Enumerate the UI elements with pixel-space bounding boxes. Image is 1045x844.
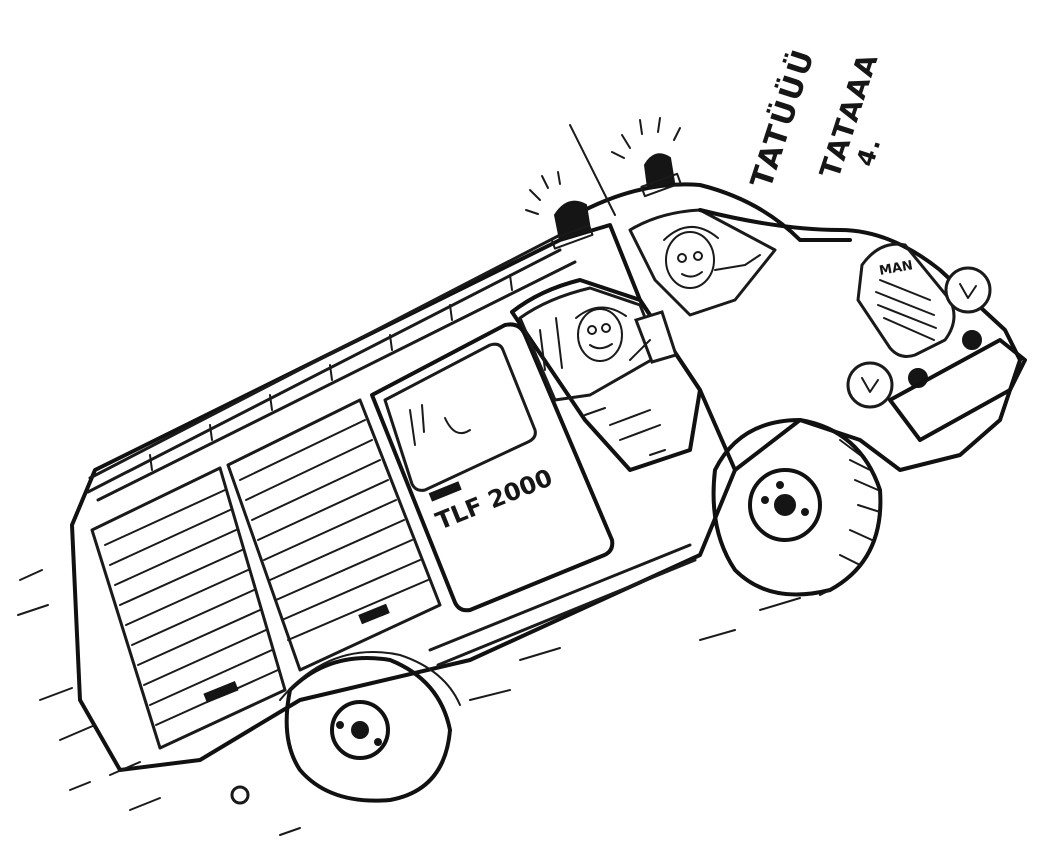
roof-rack-ladder-rungs	[149, 274, 513, 471]
roof-rack	[86, 233, 577, 502]
rear-tow-ball	[230, 785, 250, 805]
headlight-right-detail	[959, 283, 977, 299]
shutter-handle-middle	[358, 603, 390, 625]
crew-door-handle	[428, 481, 462, 502]
side-mirror	[634, 310, 678, 364]
rear-wheel-arch	[279, 651, 461, 706]
shutter-compartment-rear	[90, 466, 287, 750]
fire-truck: TLF 2000	[70, 117, 1027, 805]
shutter-handle-rear	[203, 680, 239, 704]
driver-figure	[575, 306, 627, 362]
passenger-figure	[663, 226, 761, 289]
running-board	[428, 543, 697, 667]
grille-badge: MAN	[878, 258, 914, 279]
rear-wheel	[284, 656, 452, 803]
foglight-right	[962, 330, 982, 350]
shutter-slats-rear	[104, 489, 279, 726]
vehicle-label: TLF 2000	[432, 463, 557, 535]
headlight-left-detail	[861, 377, 879, 393]
crew-door	[370, 322, 615, 613]
side-mirror-arm	[629, 339, 651, 361]
cab-door-window	[518, 286, 662, 402]
crew-door-window	[383, 342, 537, 492]
cab-door	[510, 278, 702, 472]
beacon-rear	[550, 200, 594, 250]
front-wheel	[711, 418, 883, 597]
antenna	[569, 124, 616, 216]
cab-roof	[573, 182, 852, 242]
speed-lines	[17, 569, 831, 836]
headlight-right	[944, 266, 992, 314]
truck-rear-body	[70, 223, 737, 772]
shutter-compartment-middle	[226, 398, 442, 672]
cab-door-lettering	[584, 407, 666, 456]
grille	[856, 242, 956, 358]
shutter-slats-middle	[239, 419, 429, 641]
cab-door-window-glare	[539, 317, 563, 371]
grille-slats	[875, 279, 937, 341]
beacon-flash-lines	[525, 117, 681, 215]
beacon-front	[640, 153, 682, 198]
front-bumper	[888, 338, 1027, 442]
headlight-left	[846, 361, 894, 409]
siren-sound-line1: TATÜÜÜ	[742, 44, 822, 193]
cab-front	[698, 208, 1022, 472]
crew-door-window-glare	[409, 404, 471, 446]
windshield	[628, 208, 777, 317]
